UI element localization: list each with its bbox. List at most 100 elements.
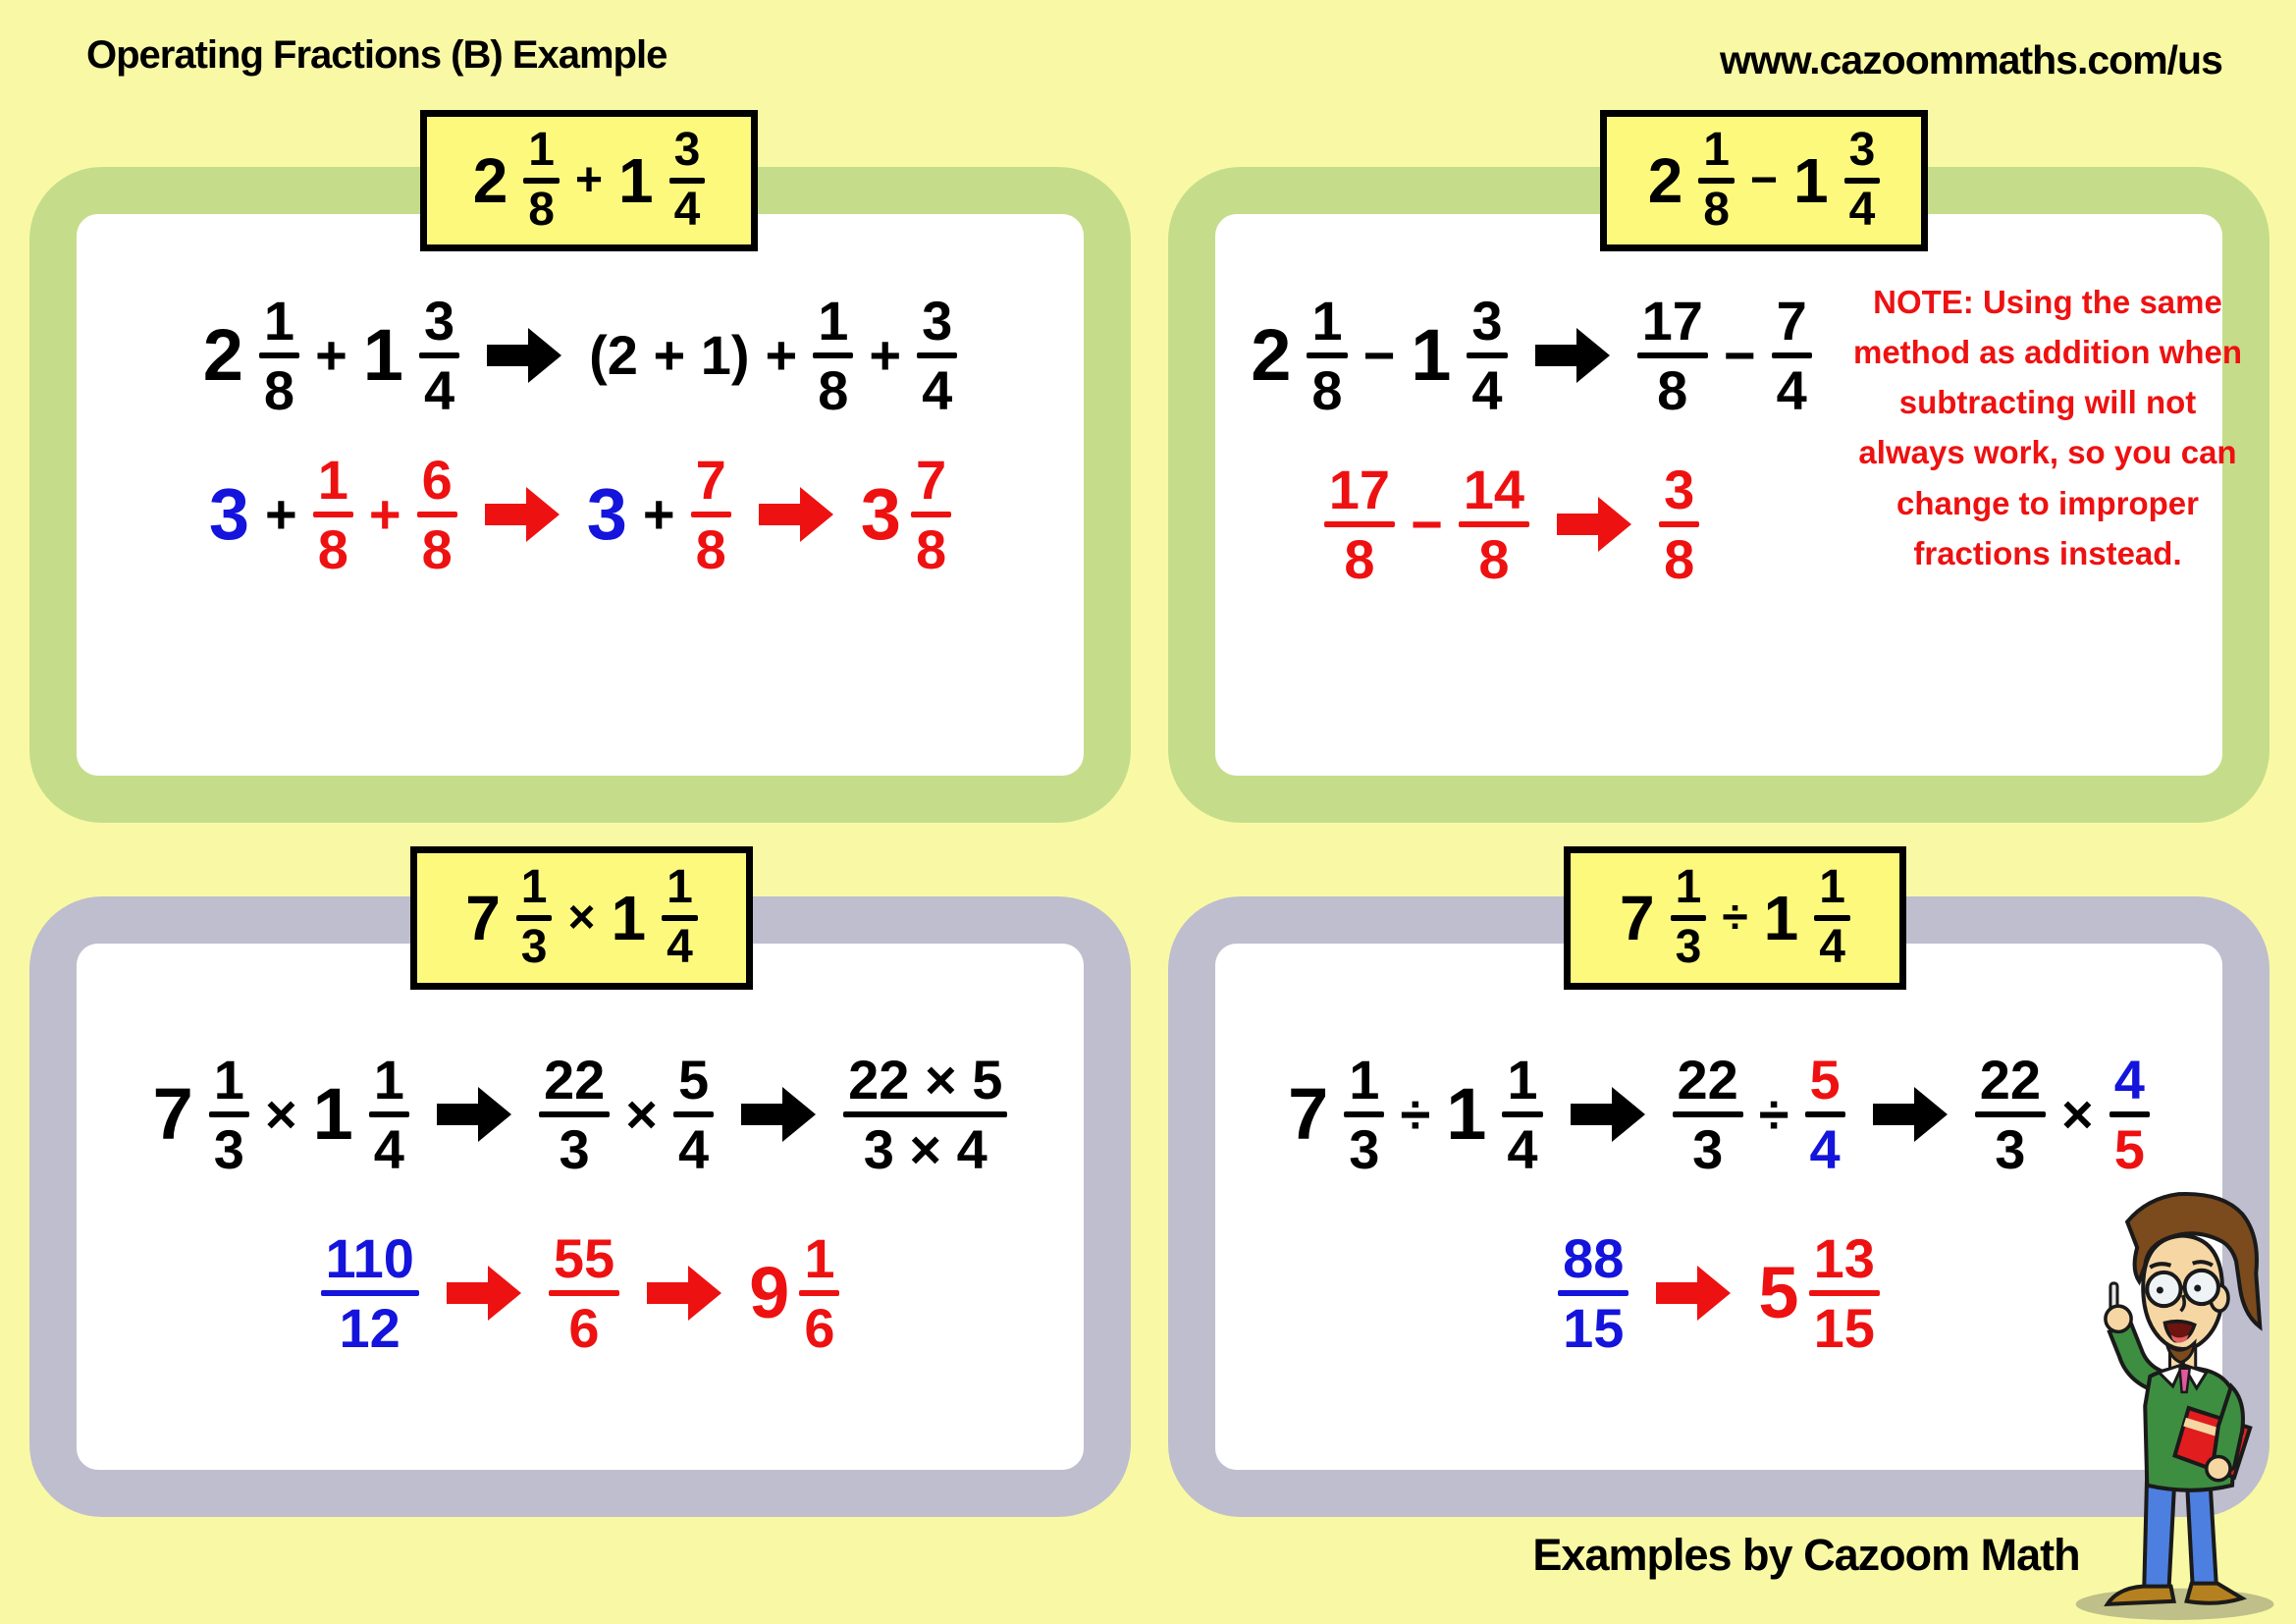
fraction-bar [843,1111,1008,1118]
numerator: 22 [1979,1049,2041,1110]
denominator: 4 [423,359,455,422]
denominator: 4 [373,1118,404,1181]
numerator: 1 [1675,861,1702,914]
fraction-bar [1558,1290,1629,1297]
fraction-bar [1814,915,1850,921]
number: 2 [1647,145,1683,216]
numerator: 1 [520,861,548,914]
operator: − [1723,324,1756,387]
fraction-bar [813,352,854,359]
numerator: 22 [543,1049,606,1110]
arrow-icon [1534,328,1610,384]
arrow-icon [446,1266,521,1322]
fraction-bar [1670,915,1707,921]
fraction-bar [1458,521,1530,528]
denominator: 8 [528,184,555,236]
denominator: 3 [520,921,548,973]
denominator: 3 [1692,1118,1724,1181]
number: 2 [1251,314,1292,397]
operator: + [265,483,297,546]
fraction-bar [416,512,457,518]
operator: ÷ [1758,1083,1789,1146]
footer-credit: Examples by Cazoom Math [1532,1530,2080,1580]
operator: × [2060,1083,2094,1146]
numerator: 110 [325,1227,414,1289]
operator: (2 + 1) [589,324,750,387]
fraction-bar [523,178,560,184]
numerator: 3 [1848,124,1876,177]
fraction-bar [1502,1111,1543,1118]
panel-addition-body [77,214,1084,776]
number: 2 [472,145,508,216]
denominator: 4 [1471,359,1503,422]
fraction-bar [1307,352,1348,359]
numerator: 13 [1813,1227,1875,1289]
arrow-icon [487,328,562,384]
numerator: 7 [1776,290,1807,352]
number: 7 [152,1073,193,1156]
denominator: 3 [213,1118,244,1181]
numerator: 17 [1641,290,1703,352]
denominator: 4 [1848,184,1876,236]
panel-division-body [1215,944,2222,1470]
fraction-bar [917,352,958,359]
numerator: 4 [2113,1049,2145,1110]
page-title: Operating Fractions (B) Example [86,33,667,77]
denominator: 8 [695,518,726,581]
fraction-bar [1771,352,1812,359]
fraction-bar [1974,1111,2046,1118]
denominator: 8 [1657,359,1688,422]
operator: − [1362,324,1396,387]
arrow-icon [1872,1087,1948,1143]
fraction-bar [208,1111,249,1118]
operator: + [315,324,347,387]
denominator: 4 [673,184,701,236]
numerator: 3 [423,290,455,352]
numerator: 7 [695,449,726,511]
whole-number: 3 [860,473,901,556]
denominator: 4 [1507,1118,1538,1181]
number: 7 [1620,883,1655,953]
operator: + [368,483,401,546]
numerator: 22 [1677,1049,1738,1110]
fraction-bar [1804,1111,1845,1118]
denominator: 4 [922,359,953,422]
denominator: 8 [818,359,849,422]
arrow-icon [741,1087,817,1143]
denominator: 8 [1664,528,1695,591]
fraction-bar [258,352,300,359]
operator: − [1749,154,1779,206]
number: 7 [1288,1073,1329,1156]
fraction-bar [368,1111,409,1118]
fraction-bar [1323,521,1396,528]
fraction-bar [1808,1290,1880,1297]
arrow-icon [1570,1087,1645,1143]
operator: + [869,324,902,387]
denominator: 15 [1813,1297,1875,1360]
numerator: 1 [1819,861,1845,914]
fraction-bar [910,512,952,518]
numerator: 3 [1664,459,1695,520]
fraction-bar [1672,1111,1743,1118]
